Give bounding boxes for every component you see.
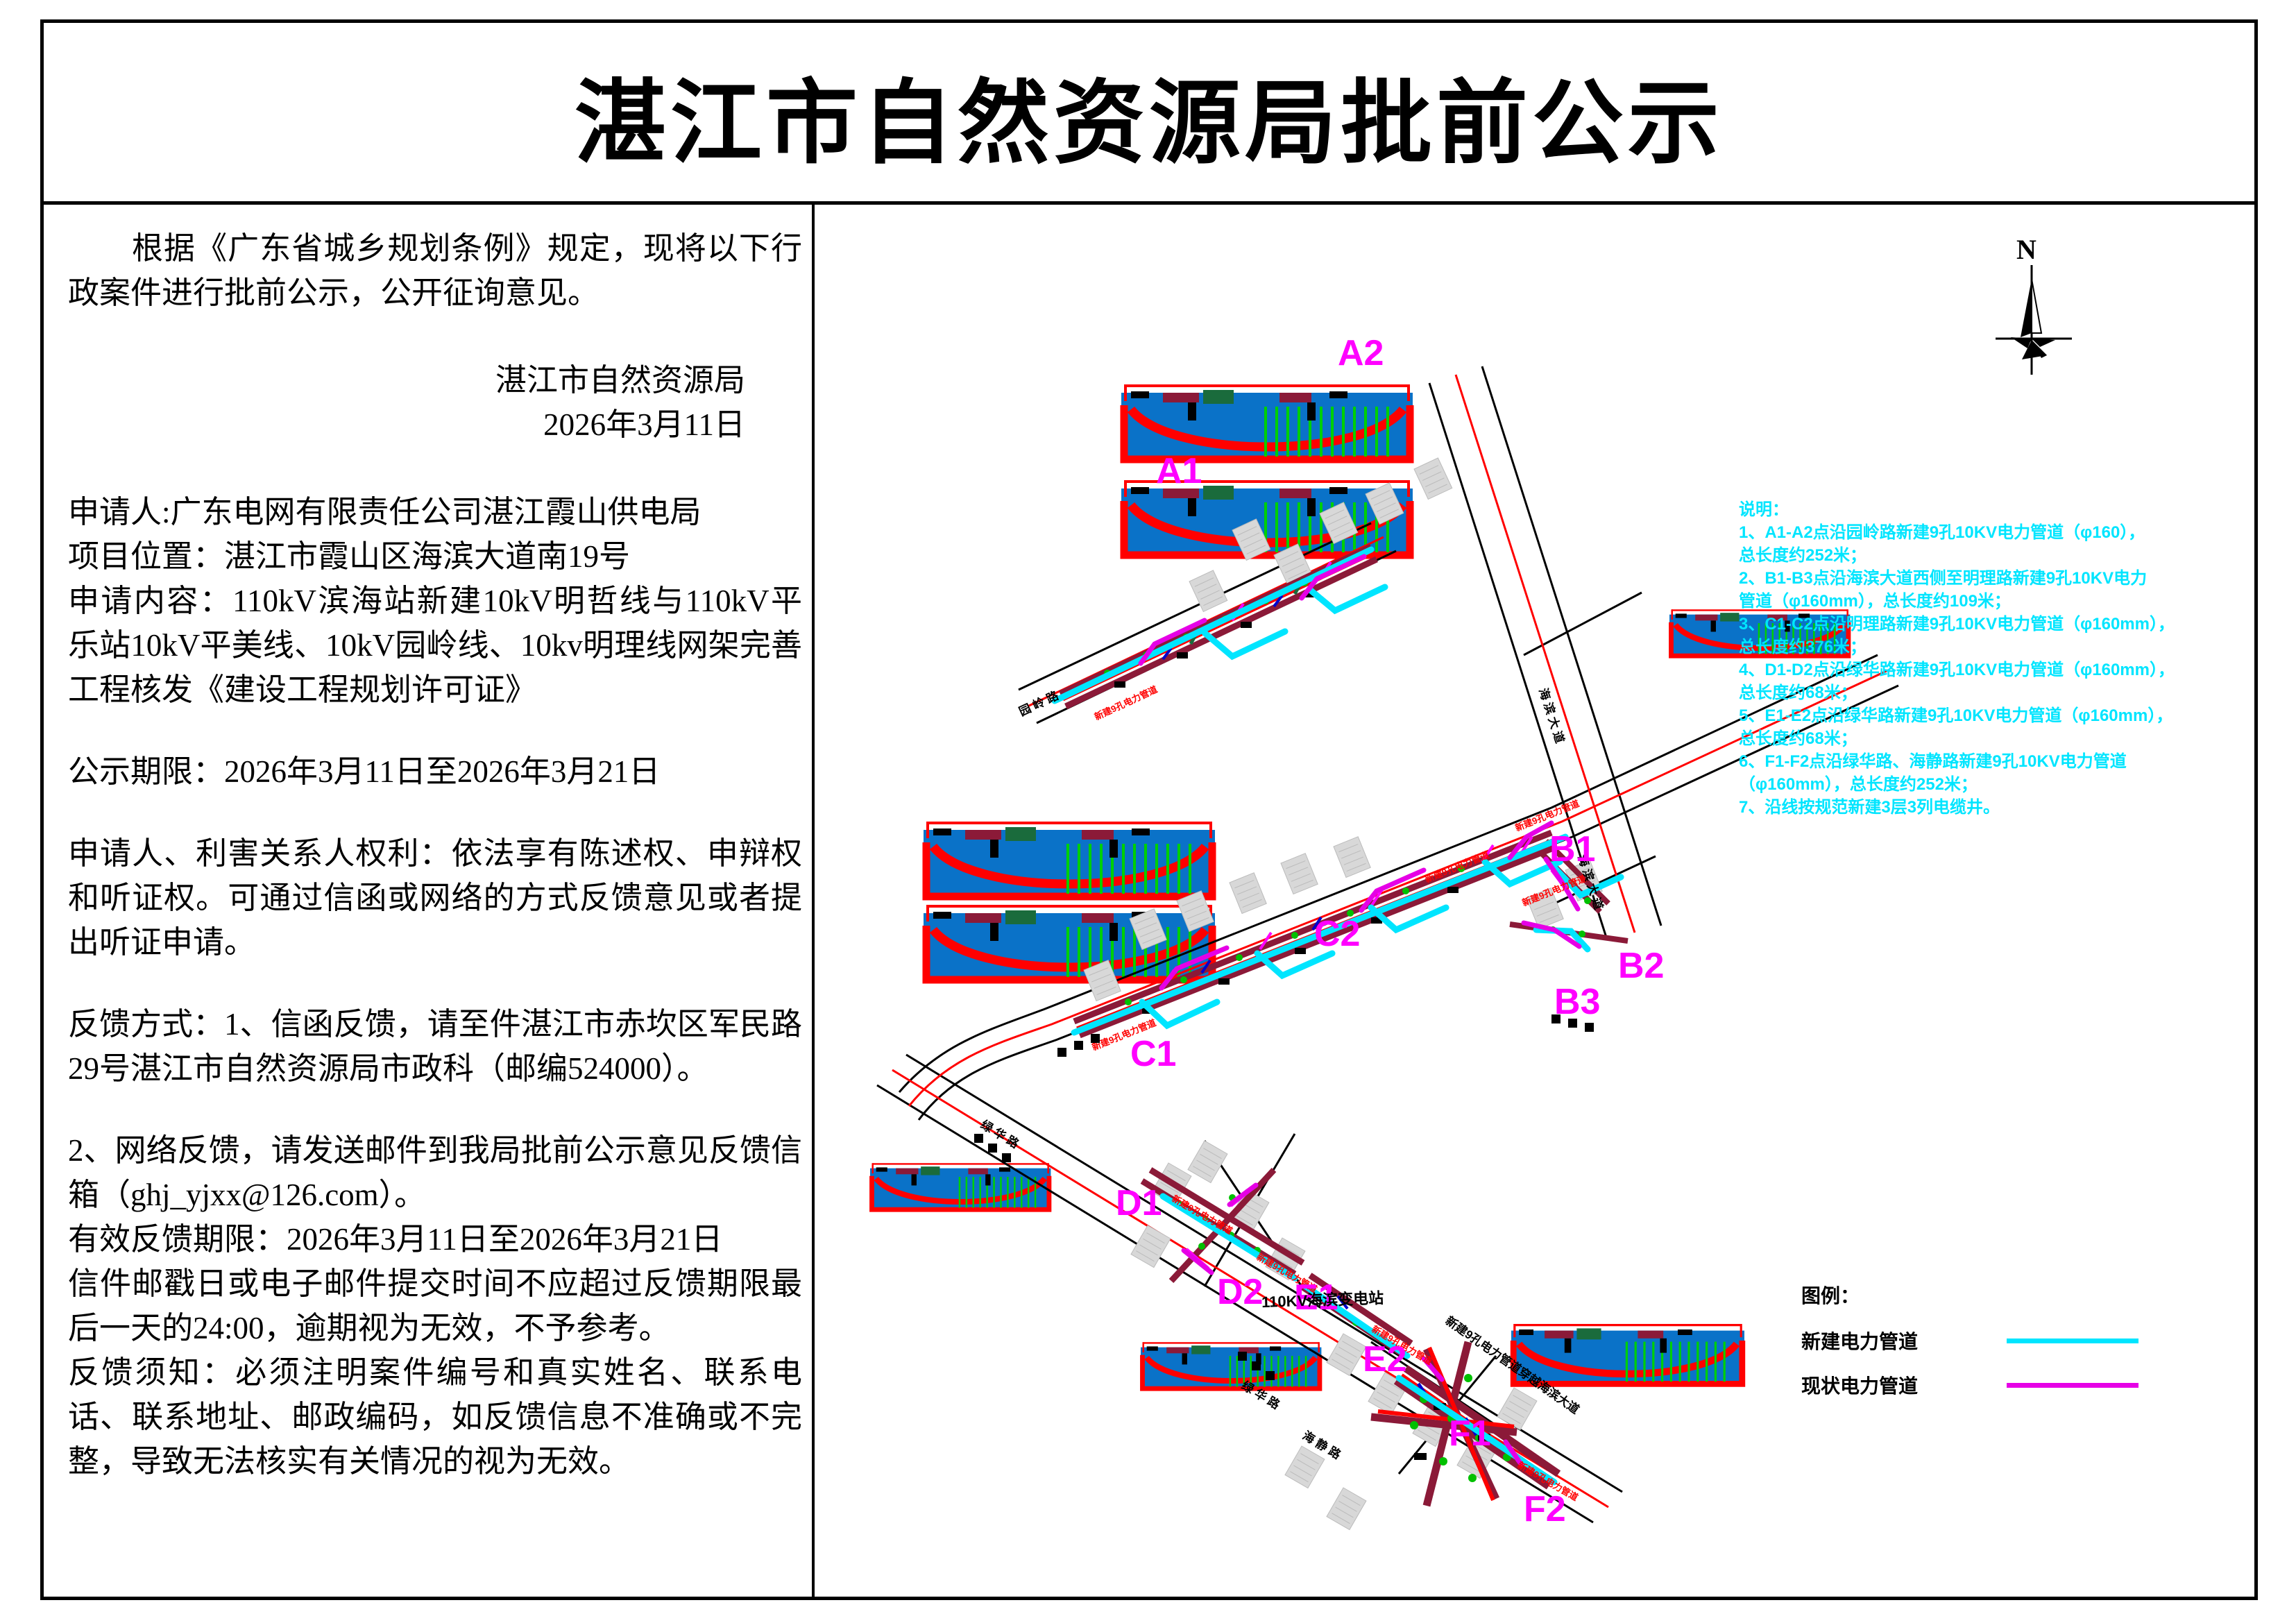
notice-text-column: 根据《广东省城乡规划条例》规定，现将以下行政案件进行批前公示，公开征询意见。 湛… (49, 208, 805, 1589)
notes-line: 总长度约68米； (1739, 683, 1857, 702)
map-point-label-b3: B3 (1554, 982, 1601, 1022)
notice-publicity-period: 公示期限：2026年3月11日至2026年3月21日 (68, 754, 661, 789)
notes-line: 管道（φ160mm），总长度约109米； (1739, 592, 2011, 611)
map-point-label-a2: A2 (1338, 333, 1384, 373)
notice-content: 申请内容：110kV滨海站新建10kV明哲线与110kV平乐站10kV平美线、1… (68, 584, 802, 707)
cross-section-inset-d (870, 1163, 1051, 1209)
notice-deadline: 信件邮戳日或电子邮件提交时间不应超过反馈期限最后一天的24:00，逾期视为无效，… (68, 1266, 802, 1345)
legend-row-existing-pipe: 现状电力管道 (1801, 1371, 2190, 1399)
notice-location: 项目位置：湛江市霞山区海滨大道南19号 (68, 539, 631, 574)
map-point-label-d1: D1 (1116, 1183, 1162, 1223)
notes-line: 3、C1-C2点沿明理路新建9孔10KV电力管道（φ160mm）， (1739, 615, 2175, 634)
legend-label-new-pipe: 新建电力管道 (1801, 1331, 1919, 1352)
notice-intro: 根据《广东省城乡规划条例》规定，现将以下行政案件进行批前公示，公开征询意见。 (68, 231, 802, 310)
map-point-label-f1: F1 (1449, 1413, 1491, 1454)
cross-section-inset-a1 (1121, 384, 1413, 459)
notes-heading: 说明： (1739, 500, 1789, 519)
cad-site-plan: 新建9孔电力管道 新建9孔电力管道 新建9孔电力管道 新建9孔电力管道 新建9孔… (816, 366, 1899, 1531)
road-markers (974, 1014, 1594, 1380)
north-arrow-icon: N (1996, 234, 2079, 375)
notes-line: （φ160mm），总长度约252米； (1739, 775, 1978, 794)
notes-line: 7、沿线按规范新建3层3列电缆井。 (1739, 798, 2000, 817)
notice-issue-date: 2026年3月11日 (543, 407, 745, 442)
map-point-label-b2: B2 (1618, 946, 1665, 986)
north-arrow-label: N (2016, 234, 2036, 265)
notes-line: 总长度约68米； (1739, 729, 1857, 748)
page-frame (40, 19, 2258, 1600)
notice-feedback-email: 2、网络反馈，请发送邮件到我局批前公示意见反馈信箱（ghj_yjxx@126.c… (68, 1133, 802, 1212)
map-legend: 图例： 新建电力管道 现状电力管道 (1801, 1281, 2190, 1416)
legend-heading: 图例： (1801, 1285, 1860, 1307)
legend-swatch-new-pipe (2007, 1338, 2138, 1343)
notes-line: 5、E1-E2点沿绿华路新建9孔10KV电力管道（φ160mm）， (1739, 706, 2173, 725)
cross-section-inset-f (1511, 1324, 1744, 1384)
map-point-label-f2: F2 (1524, 1489, 1566, 1529)
page-title: 湛江市自然资源局批前公示 (40, 32, 2258, 198)
notes-line: 总长度约376米； (1739, 638, 1867, 656)
legend-swatch-existing-pipe (2007, 1382, 2138, 1388)
new-power-conduit-lines (1051, 546, 1624, 1486)
notes-line: 总长度约252米； (1739, 546, 1867, 565)
legend-label-existing-pipe: 现状电力管道 (1801, 1375, 1919, 1397)
notice-feedback-mail: 反馈方式：1、信函反馈，请至件湛江市赤坎区军民路29号湛江市自然资源局市政科（邮… (68, 1007, 802, 1086)
existing-power-conduit-lines (1138, 554, 1582, 1467)
legend-row-new-pipe: 新建电力管道 (1801, 1327, 2190, 1354)
map-point-label-c2: C2 (1314, 914, 1361, 954)
substation-label: 110KV海滨变电站 (1261, 1289, 1384, 1311)
notes-line: 2、B1-B3点沿海滨大道西侧至明理路新建9孔10KV电力 (1739, 569, 2148, 588)
drawing-notes-block: 说明： 1、A1-A2点沿园岭路新建9孔10KV电力管道（φ160）， 总长度约… (1739, 498, 2245, 819)
notes-line: 6、F1-F2点沿绿华路、海静路新建9孔10KV电力管道 (1739, 752, 2127, 771)
notice-valid-period: 有效反馈期限：2026年3月11日至2026年3月21日 (68, 1222, 723, 1257)
notes-line: 1、A1-A2点沿园岭路新建9孔10KV电力管道（φ160）， (1739, 523, 2145, 542)
page-title-text: 湛江市自然资源局批前公示 (575, 72, 1724, 175)
cross-section-inset-c2 (924, 905, 1215, 980)
map-point-label-e1: E1 (1294, 1277, 1338, 1318)
notes-line: 4、D1-D2点沿绿华路新建9孔10KV电力管道（φ160mm）， (1739, 661, 2175, 679)
title-divider-rule (40, 201, 2258, 205)
notice-applicant: 申请人:广东电网有限责任公司湛江霞山供电局 (68, 495, 701, 529)
cross-section-inset-c1 (924, 822, 1215, 897)
column-divider-rule (812, 201, 815, 1600)
map-point-label-c1: C1 (1130, 1034, 1177, 1074)
map-point-label-a1: A1 (1156, 451, 1202, 491)
notice-rights: 申请人、利害关系人权利：依法享有陈述权、申辩权和听证权。可通过信函或网络的方式反… (68, 836, 802, 960)
cross-section-inset-e (1141, 1342, 1321, 1388)
map-point-label-e2: E2 (1363, 1339, 1407, 1379)
map-point-label-b1: B1 (1549, 829, 1596, 869)
north-arrow-glyph (1996, 265, 2072, 375)
notice-issuer: 湛江市自然资源局 (495, 363, 745, 398)
map-point-label-d2: D2 (1217, 1272, 1264, 1312)
site-plan-drawing: N (816, 204, 2256, 1599)
notice-requirements: 反馈须知：必须注明案件编号和真实姓名、联系电话、联系地址、邮政编码，如反馈信息不… (68, 1355, 802, 1479)
